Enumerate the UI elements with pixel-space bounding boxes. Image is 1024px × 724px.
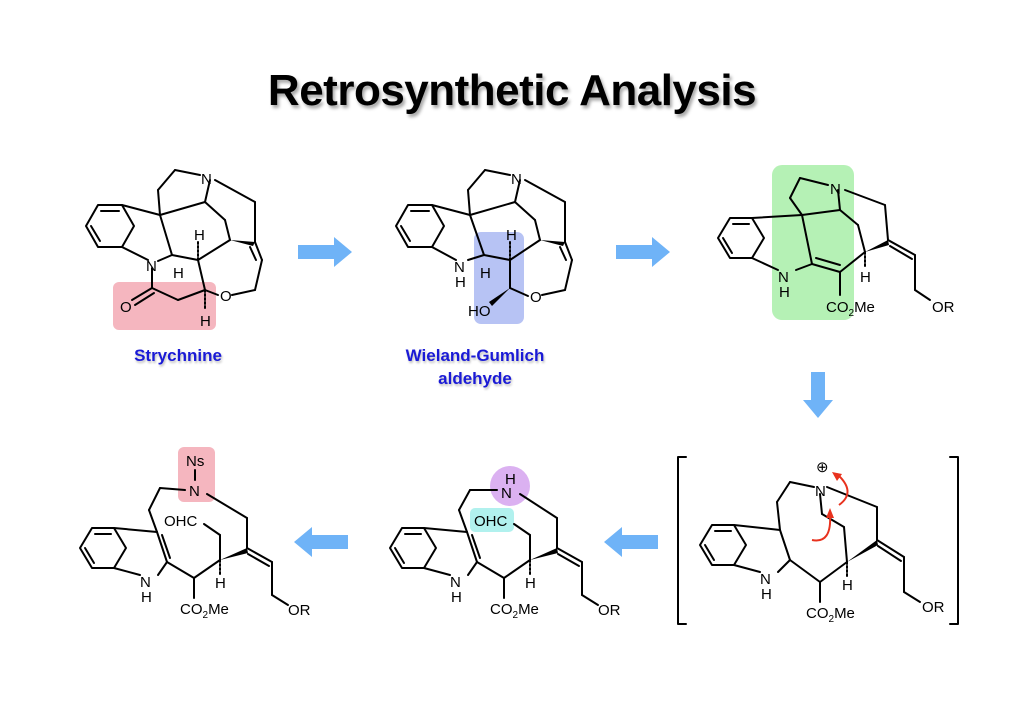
atom-h: H xyxy=(480,265,491,282)
wieland-gumlich-structure: N H N H H HO O xyxy=(395,169,573,324)
atom-n: N xyxy=(815,483,826,500)
atom-n: N xyxy=(830,181,841,198)
ester-label: CO2Me xyxy=(490,601,539,621)
or-label: OR xyxy=(922,599,945,616)
atom-h: H xyxy=(761,586,772,603)
aldehyde-highlight xyxy=(470,508,514,532)
atom-h: H xyxy=(860,269,871,286)
or-label: OR xyxy=(288,602,311,619)
atom-h: H xyxy=(506,227,517,244)
atom-h: H xyxy=(451,589,462,606)
atom-o: O xyxy=(120,299,132,316)
strychnine-structure: N N O O H H H xyxy=(85,169,263,330)
left-bracket xyxy=(677,456,687,625)
ester-label: CO2Me xyxy=(806,605,855,625)
arrow-right-icon xyxy=(298,237,352,267)
atom-h: H xyxy=(525,575,536,592)
atom-o: O xyxy=(530,289,542,306)
atom-n: N xyxy=(760,571,771,588)
nosyl-label: Ns xyxy=(186,453,204,470)
atom-h: H xyxy=(455,274,466,291)
lactam-highlight xyxy=(113,282,216,330)
charge-label: ⊕ xyxy=(816,459,829,476)
atom-n: N xyxy=(189,483,200,500)
right-bracket xyxy=(949,456,959,625)
arrow-right-icon xyxy=(616,237,670,267)
or-label: OR xyxy=(598,602,621,619)
atom-n: N xyxy=(511,171,522,188)
amine-highlight xyxy=(490,466,530,506)
caption-line: aldehyde xyxy=(438,369,512,388)
atom-h: H xyxy=(194,227,205,244)
electron-arrow xyxy=(836,473,849,506)
nosyl-amide-structure: Ns N OHC N H H CO2Me OR xyxy=(79,447,311,621)
atom-n: N xyxy=(501,485,512,502)
arrow-left-icon xyxy=(604,527,658,557)
strychnine-caption: Strychnine xyxy=(134,346,222,365)
ester-label: CO2Me xyxy=(826,299,875,319)
atom-n: N xyxy=(201,171,212,188)
atom-n: N xyxy=(454,259,465,276)
enamine-highlight xyxy=(772,165,854,320)
arrow-down-icon xyxy=(803,372,833,418)
aldehyde-label: OHC xyxy=(474,513,508,530)
atom-h: H xyxy=(141,589,152,606)
atom-n: N xyxy=(778,269,789,286)
atom-h: H xyxy=(842,577,853,594)
atom-h: H xyxy=(200,313,211,330)
atom-o: O xyxy=(220,288,232,305)
nosyl-highlight xyxy=(178,447,215,502)
atom-h: H xyxy=(505,471,516,488)
iminium-structure: ⊕ N N H H CO2Me OR xyxy=(677,456,959,625)
intermediate-3-structure: N H N H CO2Me OR xyxy=(717,165,955,320)
electron-arrow xyxy=(811,513,832,542)
atom-n: N xyxy=(140,574,151,591)
atom-ho: HO xyxy=(468,303,491,320)
atom-n: N xyxy=(146,258,157,275)
atom-h: H xyxy=(215,575,226,592)
wieland-gumlich-caption: Wieland-Gumlich aldehyde xyxy=(380,344,570,390)
atom-h: H xyxy=(779,284,790,301)
amine-aldehyde-structure: H N OHC N H H CO2Me OR xyxy=(389,466,621,621)
arrow-left-icon xyxy=(294,527,348,557)
or-label: OR xyxy=(932,299,955,316)
page-title: Retrosynthetic Analysis xyxy=(267,66,757,115)
ester-label: CO2Me xyxy=(180,601,229,621)
caption-line: Wieland-Gumlich xyxy=(405,346,545,365)
atom-h: H xyxy=(173,265,184,282)
atom-n: N xyxy=(450,574,461,591)
aldehyde-label: OHC xyxy=(164,513,198,530)
